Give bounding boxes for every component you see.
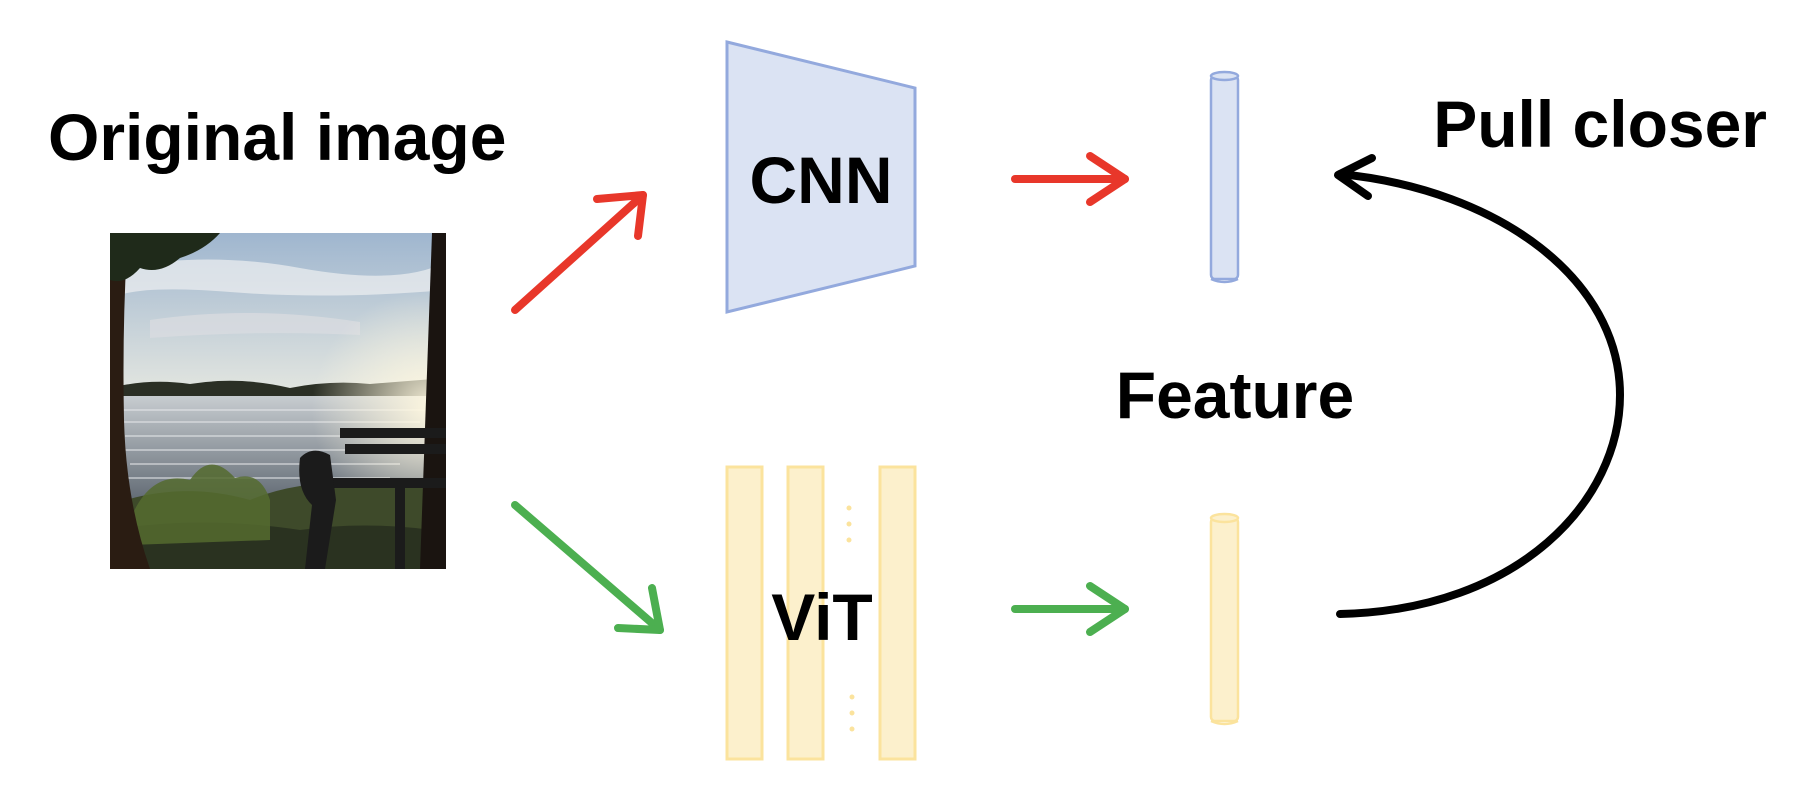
original-image-label: Original image xyxy=(48,100,506,174)
cnn-label: CNN xyxy=(750,143,893,217)
vit-feature-vector xyxy=(1209,512,1240,726)
vit-ellipsis-bottom xyxy=(849,694,855,732)
vit-layer xyxy=(786,465,825,761)
original-image-photo xyxy=(110,233,446,569)
vit-ellipsis-top xyxy=(846,505,852,543)
arrow-vit-to-feature xyxy=(1011,582,1129,636)
pull-closer-label: Pull closer xyxy=(1433,87,1767,161)
arrow-to-vit xyxy=(511,501,664,634)
vit-label: ViT xyxy=(771,580,872,654)
vit-block: ViT xyxy=(725,465,917,761)
arrow-to-cnn xyxy=(511,191,647,314)
vit-layer xyxy=(878,465,917,761)
pull-closer-arrow xyxy=(1334,154,1624,618)
cnn-block: CNN xyxy=(725,40,917,314)
cnn-feature-vector xyxy=(1209,70,1240,284)
feature-label: Feature xyxy=(1116,358,1354,432)
arrow-cnn-to-feature xyxy=(1011,152,1129,206)
vit-layer xyxy=(725,465,764,761)
